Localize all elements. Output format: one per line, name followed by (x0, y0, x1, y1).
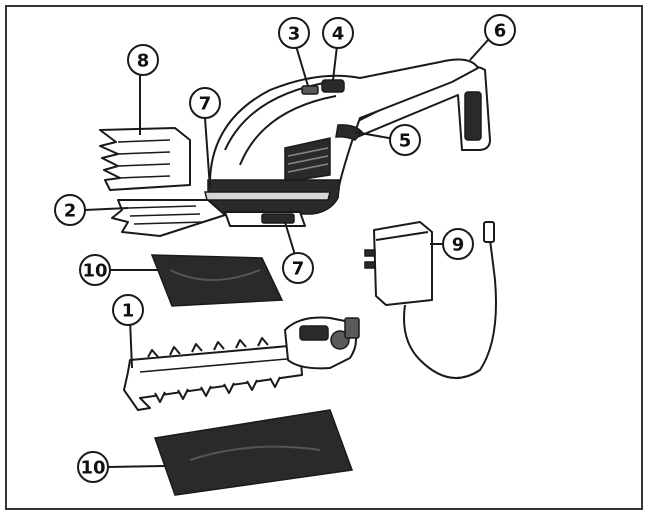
blade-sheath-lower (153, 409, 354, 496)
callout-8: 8 (127, 44, 159, 76)
callout-1-label: 1 (122, 301, 135, 322)
callout-10-upper: 10 (79, 254, 111, 286)
callout-7-lower: 7 (282, 252, 314, 284)
callout-7-upper-label: 7 (199, 94, 212, 115)
callout-9: 9 (442, 228, 474, 260)
callout-8-label: 8 (137, 51, 150, 72)
trimmer-body (204, 58, 491, 227)
callout-6-label: 6 (494, 21, 507, 42)
callout-1: 1 (112, 294, 144, 326)
callout-3: 3 (278, 17, 310, 49)
hedge-trimmer-blade (123, 316, 360, 411)
callout-4: 4 (322, 17, 354, 49)
leader-lines (84, 39, 489, 468)
callout-5-label: 5 (399, 131, 412, 152)
callout-10-lower-label: 10 (80, 458, 105, 479)
callout-9-label: 9 (452, 235, 465, 256)
callout-2: 2 (54, 194, 86, 226)
blade-sheath-upper (150, 254, 284, 307)
callout-7-lower-label: 7 (292, 259, 305, 280)
shear-blade (111, 199, 226, 237)
blade-cover (99, 127, 191, 191)
callout-2-label: 2 (64, 201, 77, 222)
callout-3-label: 3 (288, 24, 301, 45)
callout-4-label: 4 (332, 24, 345, 45)
callout-7-upper: 7 (189, 87, 221, 119)
callout-10-upper-label: 10 (82, 261, 107, 282)
callout-10-lower: 10 (77, 451, 109, 483)
charger-adapter (364, 221, 497, 379)
callout-5: 5 (389, 124, 421, 156)
callout-6: 6 (484, 14, 516, 46)
